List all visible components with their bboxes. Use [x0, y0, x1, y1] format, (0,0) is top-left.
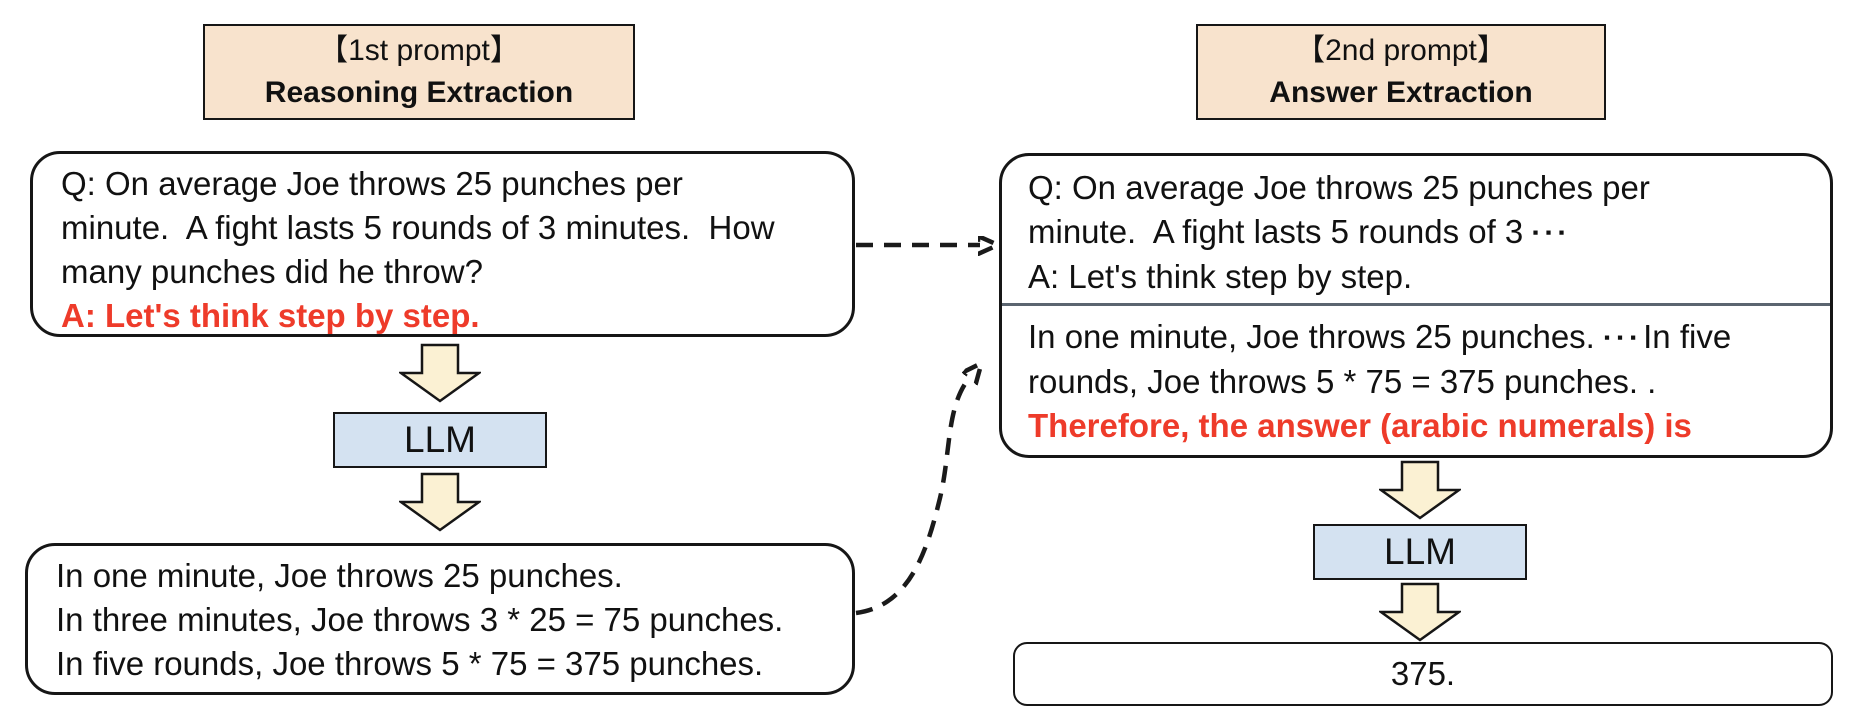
question-text-line: Q: On average Joe throws 25 punches per: [61, 165, 683, 202]
stage1-llm-box: LLM: [333, 412, 547, 468]
stage2-prompt-box: Q: On average Joe throws 25 punches per …: [999, 153, 1833, 458]
reasoning-text-fragment: In five: [1643, 318, 1732, 355]
reasoning-text-line: In one minute, Joe throws 25 punches. ▪▪…: [1028, 315, 1808, 360]
down-arrow-icon: [399, 472, 481, 532]
question-text-line: minute. A fight lasts 5 rounds of 3 ▪▪▪: [1028, 210, 1808, 255]
down-arrow-icon: [1379, 582, 1461, 642]
llm-label: LLM: [1384, 531, 1456, 572]
dashed-arrow-reasoning-to-stage2: [855, 377, 970, 616]
reasoning-text-line: In one minute, Joe throws 25 punches.: [56, 557, 623, 594]
stage2-llm-box: LLM: [1313, 524, 1527, 580]
reasoning-text-line: rounds, Joe throws 5 * 75 = 375 punches.…: [1028, 363, 1657, 400]
answer-trigger-text: Therefore, the answer (arabic numerals) …: [1028, 407, 1692, 444]
stage2-header: 【2nd prompt】 Answer Extraction: [1196, 24, 1606, 120]
stage1-reasoning-output-box: In one minute, Joe throws 25 punches. In…: [25, 543, 855, 695]
stage1-header-prompt-label: 【1st prompt】: [318, 34, 520, 67]
reasoning-text-fragment: In one minute, Joe throws 25 punches.: [1028, 318, 1605, 355]
ellipsis-dots: ▪▪▪: [1604, 328, 1644, 347]
stage2-header-prompt-label: 【2nd prompt】: [1295, 34, 1507, 67]
stage1-header-title: Reasoning Extraction: [264, 76, 574, 109]
question-text-line: many punches did he throw?: [61, 253, 483, 290]
stage2-question-section: Q: On average Joe throws 25 punches per …: [1002, 156, 1830, 306]
cot-trigger-echo-text: A: Let's think step by step.: [1028, 258, 1413, 295]
down-arrow-icon: [399, 343, 481, 403]
llm-label: LLM: [404, 419, 476, 460]
question-text-line: Q: On average Joe throws 25 punches per: [1028, 169, 1650, 206]
final-answer-box: 375.: [1013, 642, 1833, 706]
final-answer-text: 375.: [1390, 655, 1456, 692]
reasoning-text-line: In three minutes, Joe throws 3 * 25 = 75…: [56, 601, 784, 638]
ellipsis-dots: ▪▪▪: [1532, 223, 1572, 242]
question-text-line: minute. A fight lasts 5 rounds of 3 minu…: [61, 209, 775, 246]
stage1-question-box: Q: On average Joe throws 25 punches per …: [30, 151, 855, 337]
stage2-header-title: Answer Extraction: [1269, 76, 1533, 109]
reasoning-text-line: In five rounds, Joe throws 5 * 75 = 375 …: [56, 645, 764, 682]
down-arrow-icon: [1379, 460, 1461, 520]
cot-trigger-text: A: Let's think step by step.: [61, 297, 480, 334]
stage1-header: 【1st prompt】 Reasoning Extraction: [203, 24, 635, 120]
stage2-reasoning-section: In one minute, Joe throws 25 punches. ▪▪…: [1002, 306, 1830, 448]
question-text-fragment: minute. A fight lasts 5 rounds of 3: [1028, 213, 1533, 250]
